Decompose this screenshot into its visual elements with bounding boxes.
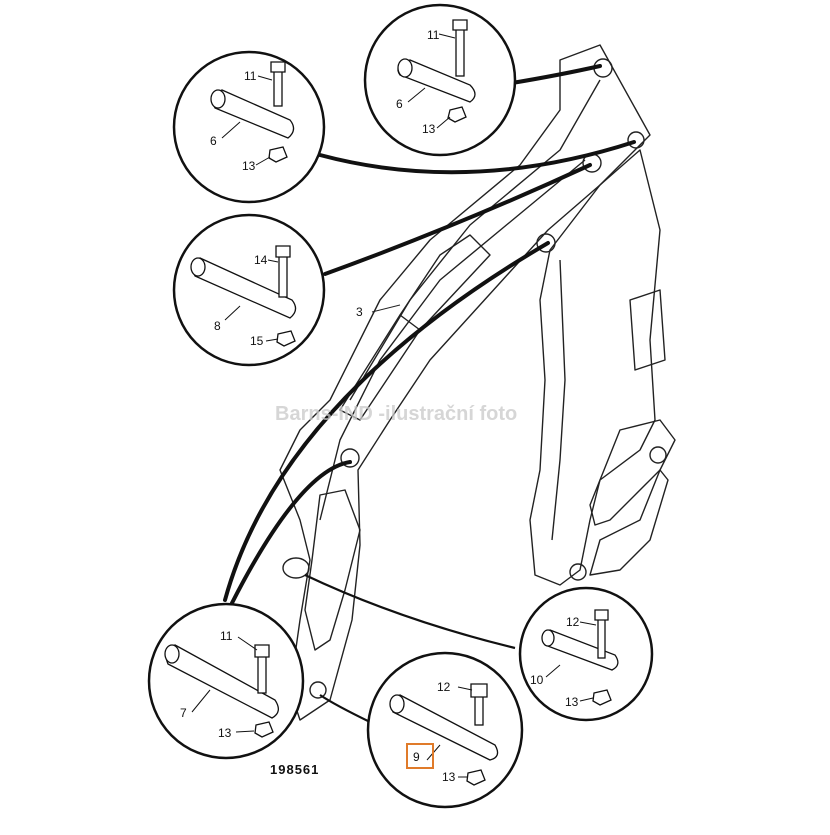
pivot-link (649, 446, 667, 464)
callout-2-nut-label: 13 (242, 159, 256, 173)
bucket-linkage (589, 419, 676, 526)
dipper-inner (551, 259, 566, 541)
bolt-icon (474, 694, 484, 726)
callout-5-pin-label: 9 (413, 750, 420, 764)
callout-pin-6-left: 11 6 13 (172, 50, 326, 204)
bolt-icon (257, 654, 267, 694)
callout-6-pin-label: 10 (530, 673, 544, 687)
callout-4-bolt-label: 11 (220, 629, 233, 643)
bolt-icon (273, 69, 283, 107)
callout-6-nut-label: 13 (565, 695, 579, 709)
callout-2-pin-label: 6 (210, 134, 217, 148)
leader-lines (223, 64, 636, 605)
callout-1-bolt-label: 11 (427, 28, 440, 42)
cylinder-upper (399, 234, 491, 331)
callout-3-nut-label: 15 (250, 334, 264, 348)
callout-5-bolt-label: 12 (437, 680, 451, 694)
pivot-foot (309, 681, 327, 699)
callout-pin-9: 12 9 13 (366, 651, 524, 809)
callout-pin-10: 12 10 13 (518, 586, 654, 722)
callout-pin-8: 14 8 15 (172, 213, 326, 367)
nut-icon (447, 106, 467, 123)
callout-pin-6-top: 11 6 13 (363, 3, 517, 157)
nut-icon (592, 689, 612, 706)
leader-2 (318, 140, 636, 175)
bolt-head (275, 245, 291, 258)
callout-1-nut-label: 13 (422, 122, 436, 136)
cylinder-rod (339, 314, 421, 421)
drawing-number: 198561 (270, 762, 319, 777)
bolt-icon (597, 617, 606, 659)
nut-icon (466, 769, 486, 786)
bolt-icon (455, 27, 465, 77)
callout-4-nut-label: 13 (218, 726, 232, 740)
boom-callout: 3 (356, 304, 401, 319)
bucket-link-2 (589, 469, 669, 576)
bolt-head (254, 644, 270, 658)
leader-1 (510, 64, 602, 85)
nut-icon (276, 330, 296, 347)
callout-6-bolt-label: 12 (566, 615, 580, 629)
pivot-lower (569, 563, 587, 581)
nut-icon (268, 146, 288, 163)
dipper-cylinder (629, 289, 666, 371)
pivot-mid (627, 131, 645, 149)
pivot-cyl (536, 233, 556, 253)
bolt-head (270, 61, 286, 73)
callout-3-pin-label: 8 (214, 319, 221, 333)
leader-3 (323, 163, 592, 276)
nut-icon (254, 721, 274, 738)
callout-4-pin-label: 7 (180, 706, 187, 720)
bolt-icon (278, 254, 288, 298)
bolt-head (470, 683, 488, 698)
dipper-arm (529, 149, 661, 586)
callout-5-nut-label: 13 (442, 770, 456, 784)
bolt-head (594, 609, 609, 621)
callout-3-bolt-label: 14 (254, 253, 268, 267)
callout-1-pin-label: 6 (396, 97, 403, 111)
boom-foot (304, 489, 361, 651)
leader-6 (304, 574, 516, 650)
boom-inner-edge-2 (349, 79, 601, 401)
bolt-head (452, 19, 468, 31)
leader-5 (230, 460, 352, 605)
pivot-boom (340, 448, 360, 468)
callout-pin-7: 11 7 13 (147, 602, 305, 760)
watermark: Barns-IND -ilustrační foto (275, 403, 517, 425)
boom-label: 3 (356, 305, 363, 319)
bush (282, 557, 310, 579)
highlight-box (406, 743, 434, 769)
leader-lines-thin (304, 574, 516, 723)
leader-4 (223, 241, 550, 602)
leader-7 (319, 694, 371, 723)
callout-2-bolt-label: 11 (244, 69, 257, 83)
